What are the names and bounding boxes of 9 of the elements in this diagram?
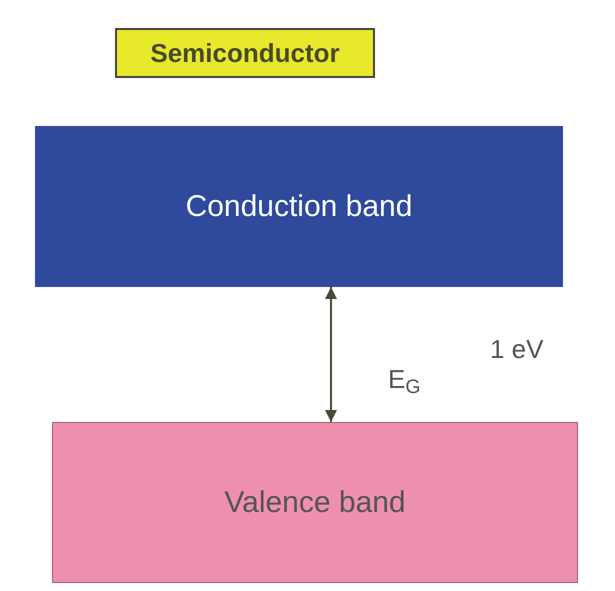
conduction-band [35,126,563,287]
band-label: Semiconductor [150,36,340,70]
double-arrow [325,287,337,422]
valence-band [52,422,578,583]
band-label: Conduction band [186,189,412,225]
gap-symbol: E$_{G}$ [388,363,421,399]
energy-value: 1 eV [490,333,544,366]
band-label: Valence band [224,485,406,521]
title-box [115,28,375,78]
